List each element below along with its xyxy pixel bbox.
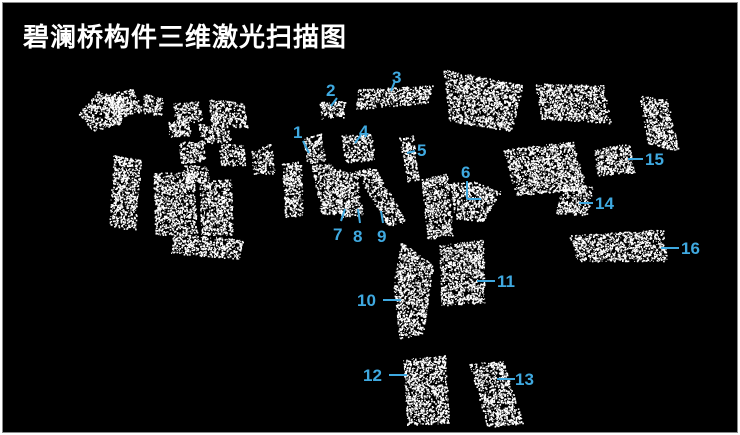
scan-fragment [356,85,434,109]
scan-fragment [252,144,276,175]
scan-fragment [394,243,434,339]
scan-fragment [449,182,501,223]
scan-fragment [444,70,524,132]
scan-fragment [174,101,204,123]
point-cloud-scan: 1 2 3 4 5 6 7 8 9 10 11 12 13 14 15 16 [3,3,737,432]
scan-fragment [154,172,199,236]
label-10: 10 [357,291,376,310]
scan-fragment [355,168,405,226]
label-5: 5 [417,141,426,160]
scan-fragment [439,240,485,307]
scan-fragment [282,162,304,218]
scan-fragment [171,234,244,260]
scan-fragment [199,124,232,145]
component-labels: 1 2 3 4 5 6 7 8 9 10 11 12 13 14 15 16 [293,68,700,389]
scan-fragment [504,142,587,196]
label-14: 14 [595,194,614,213]
label-16: 16 [681,239,700,258]
label-3: 3 [392,68,401,87]
label-6: 6 [461,163,470,182]
label-13: 13 [515,370,534,389]
label-4: 4 [359,122,369,141]
scan-fragment [595,145,636,177]
label-7: 7 [333,225,342,244]
label-15: 15 [645,150,664,169]
scan-fragment [199,179,233,236]
label-12: 12 [363,366,382,385]
scan-fragment [219,144,246,167]
scan-fragment [403,355,450,426]
label-9: 9 [377,227,386,246]
scan-fragment [143,94,164,115]
label-1: 1 [293,123,302,142]
label-2: 2 [326,81,335,100]
scan-fragment [104,89,142,119]
scan-fragment [556,184,593,216]
scan-fragment [422,174,454,240]
scan-fragment [536,83,612,124]
scan-fragment [640,96,679,151]
scan-fragment [209,99,248,128]
scan-fragment [570,230,668,263]
scan-fragment [179,141,206,164]
scan-fragment [110,155,142,230]
label-8: 8 [353,227,362,246]
label-11: 11 [497,272,515,291]
